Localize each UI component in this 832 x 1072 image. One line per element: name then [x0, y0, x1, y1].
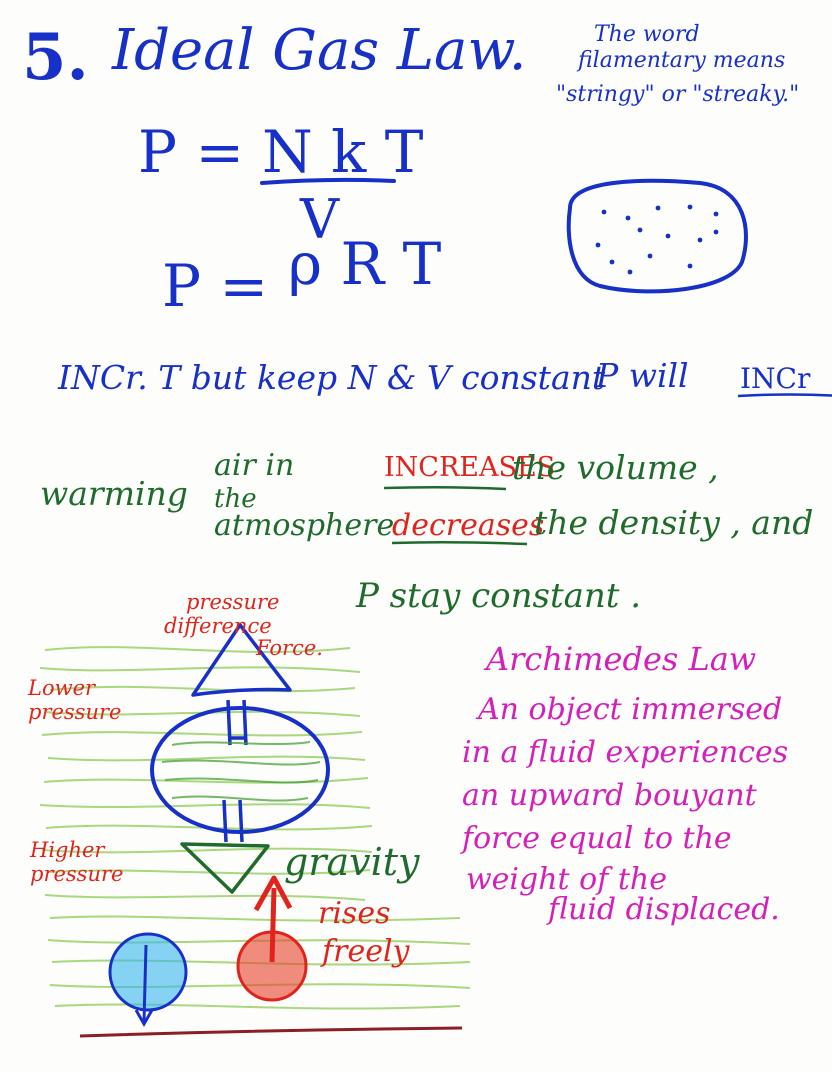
archimedes-line: weight of the — [466, 862, 667, 897]
rising-parcel — [236, 875, 308, 1002]
constant-text: P stay constant . — [356, 576, 642, 616]
statement-text: INCr. T but keep N & V constant — [58, 358, 606, 397]
archimedes-title: Archimedes Law — [486, 640, 757, 678]
ground-line — [79, 1026, 463, 1038]
higher-pressure-label: Higher — [30, 838, 105, 862]
gas-molecules — [595, 204, 719, 275]
statement-result-emph: INCr — [740, 362, 811, 395]
decreases-label: decreases — [392, 508, 545, 543]
fraction-bar — [260, 177, 396, 185]
equation-denominator: V — [300, 188, 339, 251]
warming-subject-line: air in — [214, 448, 295, 483]
statement-result-prefix: P will — [596, 356, 689, 395]
side-note-line: "stringy" or "streaky." — [556, 82, 800, 107]
air-crayon-texture — [39, 646, 471, 1010]
parcel-crayon-fill — [161, 741, 321, 802]
equation2-rhs: ρ R T — [288, 230, 442, 298]
higher-pressure-label: pressure — [30, 862, 124, 886]
warming-subject-line: the — [214, 484, 257, 514]
volume-text: the volume , — [512, 448, 719, 487]
gravity-label: gravity — [284, 840, 420, 884]
archimedes-line: fluid displaced. — [548, 892, 780, 927]
force-label-line: Force. — [256, 636, 323, 660]
density-text: the density , and — [534, 503, 814, 542]
increases-label: INCREASES — [384, 452, 556, 483]
equation-numerator: N k T — [262, 118, 424, 186]
side-note-line: The word — [594, 22, 700, 47]
archimedes-line: an upward bouyant — [462, 778, 757, 813]
lower-pressure-label: Lower — [28, 676, 96, 700]
section-number: 5. — [22, 20, 89, 95]
rises-label: freely — [322, 934, 410, 969]
gravity-arrow — [180, 799, 270, 894]
rises-label: rises — [318, 896, 391, 931]
page-title: Ideal Gas Law. — [112, 18, 527, 83]
side-note-line: filamentary means — [578, 48, 786, 73]
warming-subject-line: atmosphere — [214, 508, 395, 543]
sinking-parcel — [108, 932, 188, 1028]
gas-container-sketch — [566, 178, 748, 294]
warming-lead: warming — [40, 474, 188, 513]
archimedes-line: force equal to the — [462, 821, 732, 856]
equation2-lhs: P = — [162, 252, 269, 320]
archimedes-line: in a fluid experiences — [462, 735, 789, 770]
archimedes-line: An object immersed — [478, 692, 783, 727]
force-label-line: pressure — [186, 590, 280, 614]
increases-underline — [383, 485, 507, 491]
decreases-underline — [391, 540, 528, 546]
equation-lhs: P = — [138, 118, 245, 186]
force-label-line: difference — [164, 614, 272, 638]
incr-underline — [737, 393, 832, 398]
lower-pressure-label: pressure — [28, 700, 122, 724]
